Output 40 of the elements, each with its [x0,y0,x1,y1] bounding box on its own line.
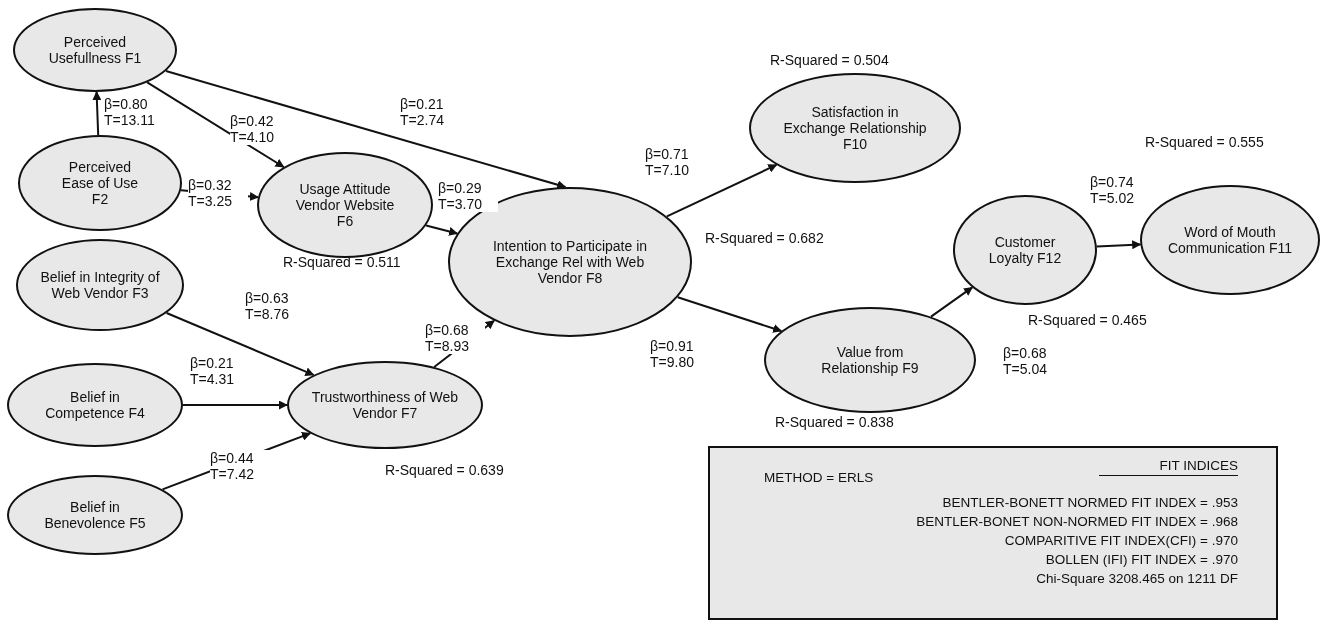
node-label: Usage Attitude Vendor Website F6 [294,181,396,229]
node-label: Intention to Participate in Exchange Rel with Web Vendor F8 [491,238,649,286]
arrow [1095,240,1142,250]
fit-index-text: COMPARITIVE FIT INDEX(CFI) = .970 [1004,532,1239,550]
fit-index-text: BENTLER-BONET NON-NORMED FIT INDEX = .968 [916,513,1239,531]
edge-label: β=0.29 T=3.70 [438,180,498,212]
node-label: Belief in Competence F4 [44,389,146,421]
arrow [665,163,778,218]
node-label: Word of Mouth Communication F11 [1166,224,1294,256]
r-squared-label: R-Squared = 0.682 [705,230,824,246]
arrow [92,91,102,136]
node-label: Perceived Ease of Use F2 [60,159,140,207]
r-squared-label: R-Squared = 0.504 [770,52,889,68]
arrow [930,286,974,318]
node-label: Belief in Integrity of Web Vendor F3 [39,269,161,301]
arrow [165,312,315,376]
edge-label: β=0.44 T=7.42 [210,450,270,482]
method-text: METHOD = ERLS [764,469,874,487]
edge-label: β=0.68 T=8.93 [425,322,485,354]
fit-index-text: BOLLEN (IFI) FIT INDEX = .970 [1045,551,1239,569]
arrow [676,296,783,333]
r-squared-label: R-Squared = 0.511 [283,254,401,270]
node-label: Trustworthiness of Web Vendor F7 [310,389,460,421]
edge-label: β=0.32 T=3.25 [188,177,248,209]
fit-indices-heading: FIT INDICES [1099,456,1238,476]
node-label: Value from Relationship F9 [820,344,920,376]
r-squared-label: R-Squared = 0.555 [1145,134,1264,150]
fit-index-text: Chi-Square 3208.465 on 1211 DF [1036,570,1239,588]
arrow [182,400,288,410]
node-label: Customer Loyalty F12 [987,234,1063,266]
arrow [146,81,285,168]
r-squared-label: R-Squared = 0.465 [1028,312,1147,328]
node-label: Belief in Benevolence F5 [43,499,147,531]
node-label: Satisfaction in Exchange Relationship F10 [782,104,928,152]
r-squared-label: R-Squared = 0.838 [775,414,894,430]
r-squared-label: R-Squared = 0.639 [385,462,504,478]
fit-index-text: BENTLER-BONETT NORMED FIT INDEX = .953 [942,494,1239,512]
node-label: Perceived Usefullness F1 [47,34,143,66]
fit-indices-panel [708,446,1278,620]
arrow [164,70,567,190]
